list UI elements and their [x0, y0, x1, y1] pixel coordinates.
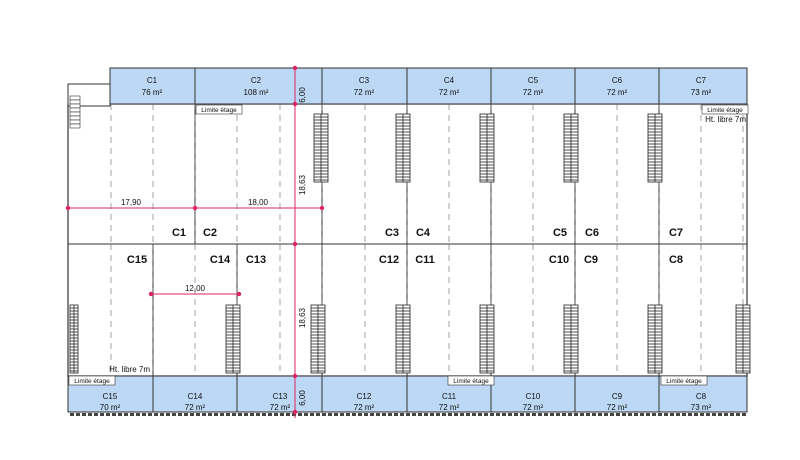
- mezzanine-unit-id: C15: [103, 392, 118, 401]
- limite-etage-label-box: [660, 375, 708, 386]
- mezzanine-unit-area: 72 m²: [439, 403, 460, 412]
- mezzanine-unit-id: C12: [357, 392, 372, 401]
- limite-etage-label: Limite étage: [201, 107, 237, 114]
- mezzanine-unit-id: C2: [251, 76, 262, 85]
- mezzanine-unit-area: 72 m²: [185, 403, 206, 412]
- cell-label-bottom: C10: [549, 254, 569, 266]
- cell-label-bottom: C14: [210, 254, 231, 266]
- mezzanine-top: [109, 67, 748, 105]
- dimension-label: 18,63: [298, 174, 307, 195]
- facade-windows-bottom: [70, 413, 746, 416]
- cell-label-top: C2: [203, 227, 217, 239]
- cell-label-bottom: C8: [669, 254, 683, 266]
- mezzanine-unit-id: C8: [696, 392, 707, 401]
- dimension-label: 18,63: [298, 307, 307, 328]
- mezzanine-unit-area: 72 m²: [270, 403, 291, 412]
- cell-label-top: C5: [553, 227, 567, 239]
- limite-etage-label: Limite étage: [453, 378, 489, 385]
- mezzanine-unit-area: 72 m²: [354, 403, 375, 412]
- mezzanine-unit-id: C7: [696, 76, 707, 85]
- limite-etage-label: Limite étage: [707, 107, 743, 114]
- limite-etage-label-box: [701, 104, 749, 115]
- dimension-tick: [292, 101, 298, 107]
- dimension-tick: [236, 291, 242, 297]
- cell-label-bottom: C15: [127, 254, 147, 266]
- cell-label-top: C4: [416, 227, 431, 239]
- mezzanine-unit-area: 72 m²: [523, 403, 544, 412]
- dimension-label: 6,00: [298, 87, 307, 103]
- dimension-tick: [292, 65, 298, 71]
- mezzanine-unit-id: C11: [442, 392, 457, 401]
- mezzanine-unit-area: 72 m²: [523, 88, 544, 97]
- cell-label-bottom: C12: [379, 254, 399, 266]
- dimension-tick: [65, 205, 71, 211]
- dimension-tick: [319, 205, 325, 211]
- dimension-label: 18,00: [248, 198, 269, 207]
- cell-label-top: C6: [585, 227, 599, 239]
- limite-etage-label: Limite étage: [74, 378, 110, 385]
- cell-label-bottom: C13: [246, 254, 266, 266]
- mezzanine-unit-area: 72 m²: [607, 88, 628, 97]
- dimension-tick: [192, 205, 198, 211]
- dimension-tick: [292, 241, 298, 247]
- staircase-icon: [69, 95, 81, 129]
- dimension-label: 6,00: [298, 390, 307, 406]
- mezzanine-unit-area: 108 m²: [244, 88, 269, 97]
- free-height-label: Ht. libre 7m: [705, 115, 746, 124]
- dimension-tick: [292, 409, 298, 415]
- cell-label-top: C1: [172, 227, 186, 239]
- dimension-label: 17,90: [121, 198, 142, 207]
- mezzanine-unit-area: 76 m²: [142, 88, 163, 97]
- limite-etage-label-box: [68, 375, 116, 386]
- limite-etage-label-box: [447, 375, 495, 386]
- mezzanine-unit-id: C9: [612, 392, 623, 401]
- mezzanine-unit-id: C14: [188, 392, 203, 401]
- limite-etage-label-box: [195, 104, 243, 115]
- mezzanine-unit-id: C3: [359, 76, 370, 85]
- dimension-label: 12,00: [185, 284, 206, 293]
- mezzanine-unit-id: C10: [526, 392, 541, 401]
- mezzanine-unit-id: C6: [612, 76, 623, 85]
- cell-label-top: C7: [669, 227, 683, 239]
- mezzanine-unit-id: C13: [273, 392, 288, 401]
- limite-etage-label: Limite étage: [666, 378, 702, 385]
- cell-label-bottom: C11: [415, 254, 435, 266]
- mezzanine-unit-area: 70 m²: [100, 403, 121, 412]
- mezzanine-unit-area: 72 m²: [607, 403, 628, 412]
- mezzanine-unit-id: C4: [444, 76, 455, 85]
- mezzanine-unit-id: C1: [147, 76, 158, 85]
- mezzanine-unit-area: 73 m²: [691, 403, 712, 412]
- free-height-label: Ht. libre 7m: [109, 365, 150, 374]
- mezzanine-unit-area: 73 m²: [691, 88, 712, 97]
- mezzanine-unit-id: C5: [528, 76, 539, 85]
- cell-label-bottom: C9: [584, 254, 598, 266]
- mezzanine-unit-area: 72 m²: [354, 88, 375, 97]
- cell-label-top: C3: [385, 227, 399, 239]
- dimension-tick: [292, 373, 298, 379]
- dimension-tick: [148, 291, 154, 297]
- mezzanine-unit-area: 72 m²: [439, 88, 460, 97]
